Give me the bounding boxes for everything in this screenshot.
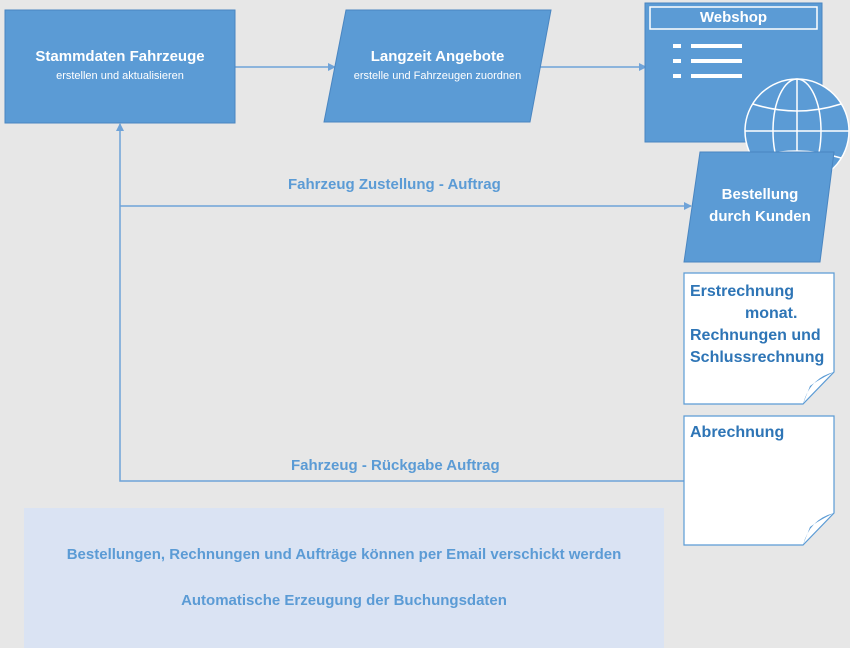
bestellung-line1: Bestellung — [721, 186, 799, 203]
langzeit-subtitle: erstelle und Fahrzeugen zuordnen — [353, 70, 522, 82]
erstrechnung-line3: Rechnungen und — [690, 327, 821, 344]
stammdaten-title: Stammdaten Fahrzeuge — [35, 48, 205, 65]
erstrechnung-line2: monat. — [745, 305, 798, 322]
abrechnung-document — [683, 415, 835, 546]
stammdaten-subtitle: erstellen und aktualisieren — [56, 70, 184, 82]
erstrechnung-line1: Erstrechnung — [690, 283, 795, 300]
stammdaten-box — [4, 9, 236, 124]
zustellung-label: Fahrzeug Zustellung - Auftrag — [288, 176, 501, 193]
rueckgabe-label: Fahrzeug - Rückgabe Auftrag — [291, 457, 500, 474]
note-line2: Automatische Erzeugung der Buchungsdaten — [181, 592, 507, 609]
langzeit-parallelogram — [323, 9, 552, 123]
bestellung-line2: durch Kunden — [709, 208, 811, 225]
erstrechnung-line4: Schlussrechnung — [690, 349, 825, 366]
list-icon — [673, 44, 742, 78]
connector-rueckgabe — [116, 123, 684, 482]
info-note: Bestellungen, Rechnungen und Aufträge kö… — [24, 508, 664, 648]
bestellung-parallelogram — [683, 151, 835, 263]
webshop-title: Webshop — [699, 9, 768, 26]
abrechnung-title: Abrechnung — [690, 424, 785, 441]
note-line1: Bestellungen, Rechnungen und Aufträge kö… — [66, 546, 622, 563]
erstrechnung-document — [683, 272, 835, 405]
langzeit-title: Langzeit Angebote — [370, 48, 505, 65]
